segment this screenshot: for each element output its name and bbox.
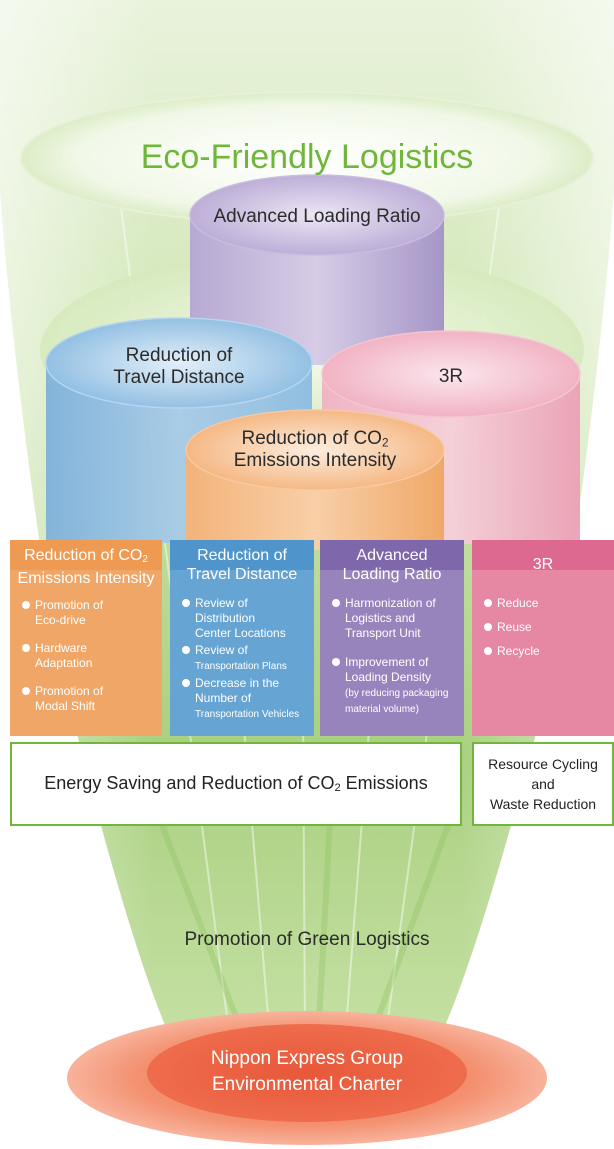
resource-line-3: Waste Reduction (489, 796, 597, 812)
list-item-line: Improvement of (345, 655, 429, 669)
list-item-line: Review of (195, 596, 248, 610)
list-item-line: Loading Density (345, 670, 432, 684)
list-item-line: Center Locations (195, 626, 286, 640)
green-logistics-label: Promotion of Green Logistics (184, 929, 430, 950)
energy-saving-label: Energy Saving and Reduction of CO2 Emiss… (44, 773, 427, 794)
column-co2-header-subscript: 2 (142, 553, 148, 565)
resource-line-2: and (531, 776, 555, 792)
list-item-line: Eco-drive (35, 613, 86, 627)
list-item: Reduce (484, 596, 606, 611)
cylinder-co2-label: Reduction of CO2 Emissions Intensity (186, 428, 444, 472)
list-item-line: Promotion of (35, 598, 104, 612)
cylinder-loading-label: Advanced Loading Ratio (213, 206, 421, 227)
column-travel-header-line2: Travel Distance (186, 566, 298, 583)
list-item-line: Decrease in the (195, 676, 280, 690)
energy-saving-text-1: Energy Saving and Reduction of CO (44, 773, 335, 794)
column-3r-body: Reduce Reuse Recycle (472, 588, 614, 672)
charter-line-2: Environmental Charter (211, 1074, 403, 1095)
cylinder-3r-label: 3R (438, 366, 464, 387)
list-item-line: material volume) (345, 704, 419, 715)
cylinder-co2-line2: Emissions Intensity (233, 449, 397, 471)
cylinder-travel-label: Reduction of Travel Distance (46, 345, 312, 389)
column-co2-header-line2: Emissions Intensity (17, 569, 155, 587)
list-item-line: Distribution (195, 611, 256, 625)
list-item-line: Harmonization of (345, 596, 436, 610)
column-travel-header-line1: Reduction of (197, 547, 287, 564)
charter-line-1: Nippon Express Group (210, 1048, 404, 1069)
list-item-line: Number of (195, 691, 252, 705)
list-item-line: Transport Unit (345, 626, 421, 640)
column-loading-header-line2: Loading Ratio (342, 566, 442, 583)
column-loading-header: Advanced Loading Ratio (320, 546, 464, 584)
list-item-line: Recycle (497, 644, 540, 658)
cylinder-travel-line2: Travel Distance (113, 366, 245, 388)
energy-saving-subscript: 2 (334, 782, 341, 795)
list-item-line: Review of (195, 643, 248, 657)
cylinder-travel-line1: Reduction of (125, 345, 233, 366)
list-item-line: Logistics and (345, 611, 416, 625)
list-item-line: Hardware (35, 641, 88, 655)
list-item-line: Reduce (497, 596, 539, 610)
list-item-line: (by reducing packaging (345, 688, 449, 699)
charter-label: Nippon Express Group Environmental Chart… (147, 1046, 467, 1098)
list-item-line: Transportation Plans (195, 661, 287, 672)
column-3r-header: 3R (532, 556, 554, 573)
resource-line-1: Resource Cycling (488, 756, 598, 772)
list-item-line: Promotion of (35, 684, 104, 698)
list-item: Reuse (484, 620, 606, 635)
column-co2-header: Reduction of CO2 Emissions Intensity (10, 546, 162, 588)
column-loading-header-line1: Advanced (356, 547, 428, 564)
energy-saving-box: Energy Saving and Reduction of CO2 Emiss… (10, 742, 462, 826)
energy-saving-text-2: Emissions (340, 773, 428, 794)
column-co2-header-line1: Reduction of CO (24, 547, 143, 564)
cylinder-co2-subscript: 2 (381, 436, 389, 450)
list-item-line: Reuse (497, 620, 532, 634)
list-item: Review of Transportation Plans (182, 643, 306, 674)
cylinder-co2-line1: Reduction of CO (241, 428, 382, 449)
list-item-line: Transportation Vehicles (195, 709, 300, 720)
top-title: Eco-Friendly Logistics (140, 138, 474, 176)
list-item-line: Modal Shift (35, 699, 96, 713)
list-item: Recycle (484, 644, 606, 659)
column-travel-header: Reduction of Travel Distance (170, 546, 314, 584)
list-item-line: Adaptation (35, 656, 93, 670)
